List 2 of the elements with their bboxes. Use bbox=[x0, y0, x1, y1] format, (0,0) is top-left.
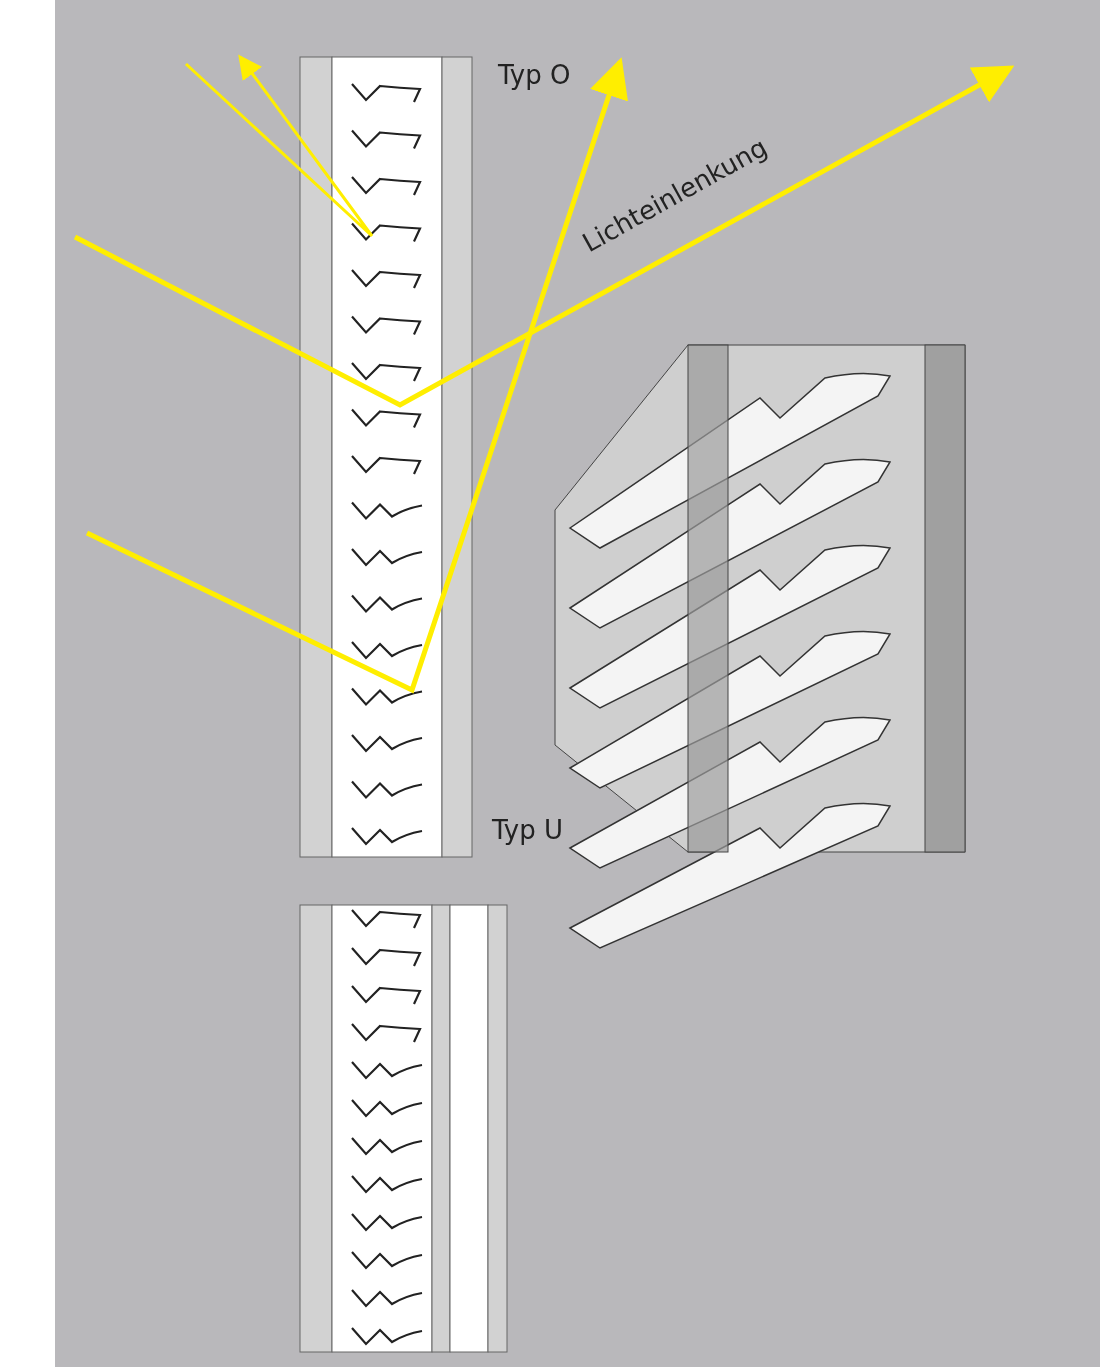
type-label: Typ U bbox=[492, 815, 564, 845]
type-label: Typ O bbox=[498, 60, 571, 90]
